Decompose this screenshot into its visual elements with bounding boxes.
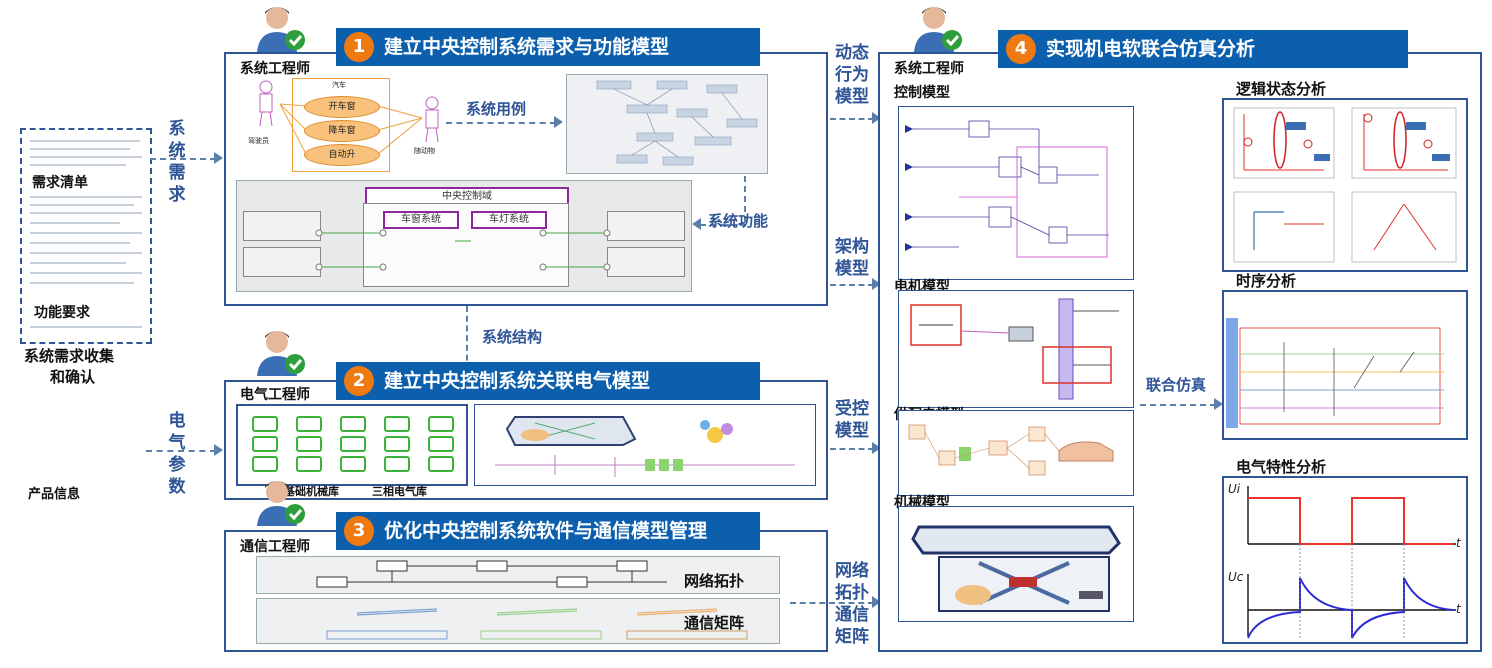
activity-diagram-thumbnail bbox=[566, 74, 768, 174]
co-sim-label: 联合仿真 bbox=[1146, 376, 1207, 394]
role-label: 系统工程师 bbox=[894, 61, 964, 77]
engineer-avatar-icon bbox=[255, 4, 307, 52]
role-label: 电气工程师 bbox=[240, 387, 310, 403]
requirements-document: 需求清单 功能要求 bbox=[20, 128, 152, 344]
t-axis-label: t bbox=[1456, 602, 1461, 616]
control-model-diagram bbox=[898, 106, 1134, 280]
arch-model-label: 架构模型 bbox=[835, 237, 869, 279]
req-list-label: 需求清单 bbox=[32, 175, 88, 191]
ui-axis-label: Ui bbox=[1228, 482, 1241, 496]
func-req-label: 功能要求 bbox=[34, 305, 90, 321]
lib-a-label: 基础机械库 bbox=[284, 485, 339, 498]
ctrl-model-label: 受控模型 bbox=[835, 399, 869, 441]
uc-axis-label: Uc bbox=[1228, 570, 1244, 584]
comm-matrix-label: 通信矩阵 bbox=[684, 614, 745, 632]
usecase-3: 自动升 bbox=[304, 144, 380, 166]
struct-arrow-label: 系统结构 bbox=[482, 328, 543, 346]
elec-title: 电气特性分析 bbox=[1236, 458, 1327, 476]
usecase-2: 降车窗 bbox=[304, 120, 380, 142]
engineer-avatar-icon bbox=[255, 478, 307, 526]
electrical-schematic bbox=[474, 404, 816, 486]
timing-title: 时序分析 bbox=[1236, 272, 1297, 290]
mechanical-model-diagram bbox=[898, 506, 1134, 622]
confirm-label: 和确认 bbox=[50, 368, 96, 386]
electrical-char-panel: Ui Uc t t bbox=[1222, 476, 1468, 644]
net-topo-label: 网络拓扑 bbox=[684, 572, 745, 590]
ctrl-model-title: 控制模型 bbox=[894, 85, 950, 101]
net-model-label: 网络拓扑通信矩阵 bbox=[835, 561, 869, 647]
communication-matrix-diagram bbox=[256, 598, 780, 644]
use-case-diagram: 驾驶员 汽车 开车窗 降车窗 自动升 随动物 bbox=[248, 74, 450, 174]
use-case-arrow-label: 系统用例 bbox=[466, 100, 527, 118]
dyn-model-label: 动态行为模型 bbox=[835, 43, 869, 107]
logic-title: 逻辑状态分析 bbox=[1236, 80, 1327, 98]
func-arrow-label: 系统功能 bbox=[708, 212, 769, 230]
logic-state-panel bbox=[1222, 98, 1468, 272]
component-library bbox=[236, 404, 468, 486]
timing-panel bbox=[1222, 290, 1468, 440]
internal-block-diagram: 中央控制域 车窗系统 车灯系统 bbox=[236, 180, 692, 292]
usecase-1: 开车窗 bbox=[304, 96, 380, 118]
power-model-diagram bbox=[898, 410, 1134, 496]
role-label: 通信工程师 bbox=[240, 539, 310, 555]
engineer-avatar-icon bbox=[255, 328, 307, 376]
network-topology-diagram bbox=[256, 556, 780, 594]
sys-req-label: 系统需求 bbox=[168, 119, 186, 205]
collect-label: 系统需求收集 bbox=[24, 347, 115, 365]
elec-param-label: 电气参数 bbox=[168, 411, 186, 497]
part-b-box: 车灯系统 bbox=[471, 211, 547, 229]
lib-b-label: 三相电气库 bbox=[372, 485, 427, 498]
motor-model-diagram bbox=[898, 290, 1134, 408]
role-label: 系统工程师 bbox=[240, 61, 310, 77]
part-a-box: 车窗系统 bbox=[383, 211, 459, 229]
product-info-label: 产品信息 bbox=[28, 487, 81, 502]
t-axis-label: t bbox=[1456, 536, 1461, 550]
engineer-avatar-icon bbox=[912, 4, 964, 52]
